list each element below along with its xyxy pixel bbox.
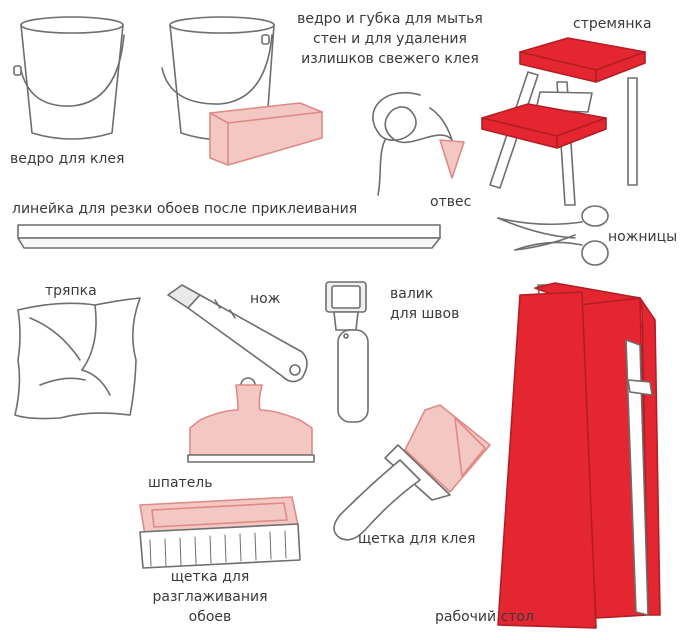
label-smoothing-brush-line1: щетка для bbox=[170, 569, 250, 585]
label-seam-roller-line1: валик bbox=[390, 286, 434, 302]
label-glue-brush: щетка для клея bbox=[358, 531, 476, 547]
seam-roller bbox=[325, 281, 369, 423]
label-working-table: рабочий стол bbox=[435, 609, 534, 625]
step-ladder bbox=[481, 37, 646, 206]
glue-brush bbox=[333, 404, 491, 541]
plumb-bob bbox=[372, 92, 465, 196]
label-wash-bucket-line1: ведро и губка для мытья bbox=[297, 11, 483, 27]
label-wash-bucket-line3: излишков свежего клея bbox=[301, 51, 479, 67]
label-smoothing-brush-line2: разглаживания bbox=[152, 589, 268, 605]
label-utility-knife: нож bbox=[250, 291, 281, 307]
glue-bucket bbox=[13, 16, 125, 140]
sponge bbox=[209, 102, 323, 166]
label-spatula: шпатель bbox=[148, 475, 213, 491]
working-table bbox=[497, 282, 661, 629]
rag bbox=[14, 297, 141, 420]
smoothing-brush bbox=[139, 496, 301, 569]
label-seam-roller-line2: для швов bbox=[390, 306, 460, 322]
label-wash-bucket-line2: стен и для удаления bbox=[313, 31, 467, 47]
utility-knife bbox=[167, 284, 308, 383]
label-cutting-ruler: линейка для резки обоев после приклеиван… bbox=[12, 201, 358, 217]
cutting-ruler bbox=[17, 224, 441, 249]
scissors bbox=[497, 205, 609, 266]
spatula bbox=[187, 377, 315, 463]
label-smoothing-brush-line3: обоев bbox=[188, 609, 232, 625]
label-step-ladder: стремянка bbox=[573, 16, 652, 32]
label-glue-bucket: ведро для клея bbox=[10, 151, 125, 167]
label-rag: тряпка bbox=[45, 283, 97, 299]
label-scissors: ножницы bbox=[608, 229, 678, 245]
label-plumb-bob: отвес bbox=[430, 194, 472, 210]
